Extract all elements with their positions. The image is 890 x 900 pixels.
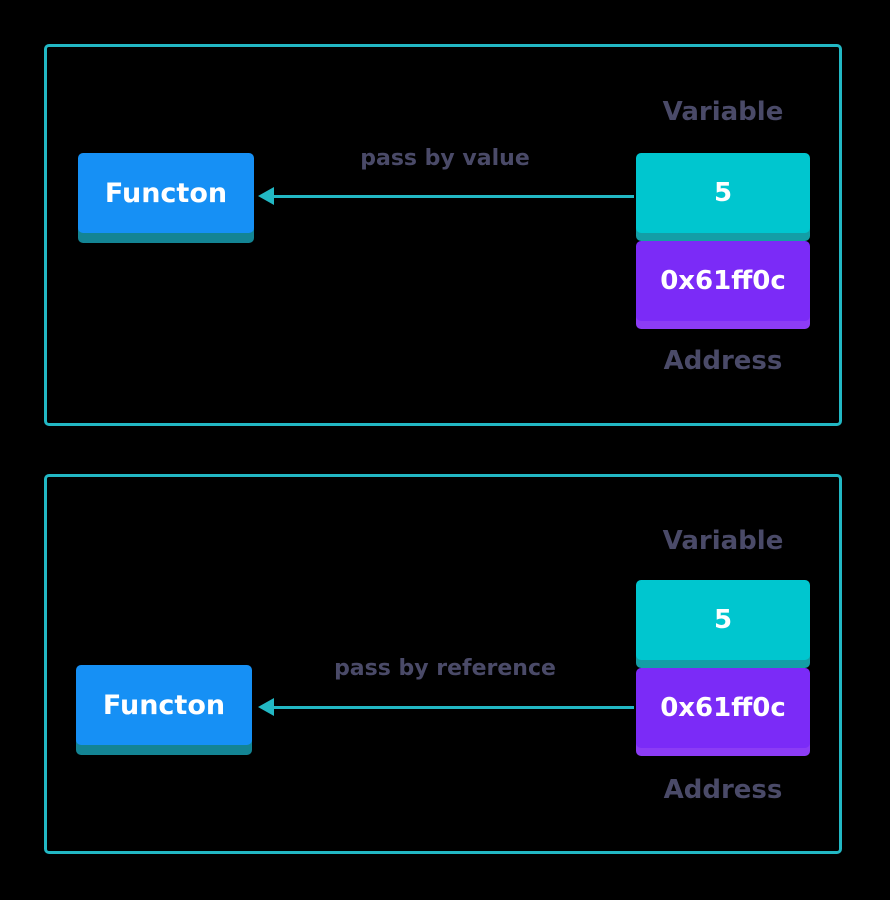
value-label: 5 <box>713 605 733 635</box>
address-label: 0x61ff0c <box>660 693 786 723</box>
value-label: 5 <box>713 178 733 208</box>
function-box: Functon <box>76 665 252 745</box>
arrow-line <box>272 706 634 709</box>
function-label: Functon <box>102 689 226 721</box>
variable-caption: Variable <box>662 526 784 556</box>
arrow-label: pass by reference <box>334 656 556 681</box>
variable-caption: Variable <box>662 97 784 127</box>
address-caption: Address <box>663 775 783 805</box>
arrow-head-icon <box>258 698 274 716</box>
address-box: 0x61ff0c <box>636 668 810 748</box>
value-box: 5 <box>636 153 810 233</box>
value-box: 5 <box>636 580 810 660</box>
arrow-head-icon <box>258 187 274 205</box>
pass-by-reference-frame <box>44 474 842 854</box>
address-caption: Address <box>663 346 783 376</box>
function-box: Functon <box>78 153 254 233</box>
pass-by-value-frame <box>44 44 842 426</box>
function-label: Functon <box>104 177 228 209</box>
arrow-label: pass by value <box>360 146 530 171</box>
address-label: 0x61ff0c <box>660 266 786 296</box>
address-box: 0x61ff0c <box>636 241 810 321</box>
arrow-line <box>272 195 634 198</box>
